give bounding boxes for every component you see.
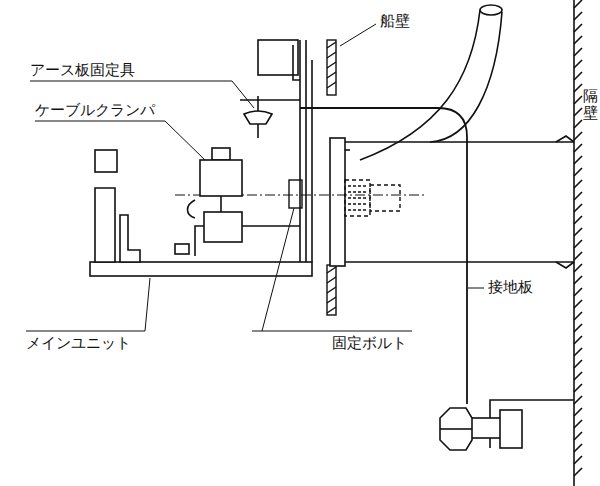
main-unit-part [95, 150, 117, 172]
cable-clamp-part [212, 148, 230, 160]
conduit-part [330, 138, 345, 266]
part-label: アース板固定具 [28, 61, 137, 79]
cable-part [480, 5, 502, 15]
fixing-bolt-part [345, 180, 370, 216]
main-unit-part [305, 40, 307, 262]
part-label: ケーブルクランパ [33, 101, 157, 119]
ground-bolt [440, 400, 574, 450]
bulkhead-part [573, 0, 575, 486]
earth-plate-fixture-part [244, 111, 272, 124]
ground-bolt-part [440, 408, 472, 450]
cable-clamp-part [200, 160, 242, 196]
part-label: メインユニット [24, 334, 133, 352]
main-unit-part [258, 40, 298, 75]
main-unit-part [299, 40, 301, 262]
leader-lines-part [340, 24, 376, 46]
conduit-part [345, 149, 350, 151]
cable-clamp [188, 148, 243, 242]
bulkhead [574, 0, 582, 486]
part-label: 固定ボルト [330, 334, 409, 352]
cable-part [360, 10, 480, 160]
conduit-part [345, 141, 574, 143]
conduit-part [556, 136, 574, 268]
bulkhead-part [574, 0, 582, 476]
main-unit-part [120, 215, 140, 262]
part-label: 船壁 [378, 12, 412, 30]
fixing-bolt-part [348, 186, 368, 210]
cable-clamp-part [204, 212, 242, 242]
cable-clamp-part [220, 196, 222, 212]
leader-lines-part [35, 121, 205, 160]
conduit [330, 136, 574, 268]
leader-lines-part [252, 208, 412, 331]
ground-plate-part [300, 108, 467, 404]
leader-lines-part [26, 278, 150, 331]
main-unit-part [175, 244, 189, 254]
ground-plate [300, 108, 467, 404]
ground-bolt-part [490, 400, 574, 448]
earth-plate-fixture-part [240, 99, 300, 101]
part-label: 隔壁 [583, 86, 598, 123]
main-unit-part [90, 262, 312, 276]
cable-part [430, 12, 502, 142]
conduit-part [345, 261, 574, 263]
ground-bolt-part [500, 410, 522, 448]
cable [360, 5, 502, 160]
leader-lines-part [468, 288, 484, 289]
cable-clamp-part [188, 200, 196, 218]
leader-lines [26, 24, 484, 331]
part-label: 接地板 [486, 278, 535, 296]
ground-bolt-part [440, 428, 472, 430]
main-unit-part [311, 60, 313, 262]
fixing-bolt-part [370, 185, 400, 211]
main-unit-part [293, 45, 300, 80]
main-unit-part [95, 188, 115, 262]
